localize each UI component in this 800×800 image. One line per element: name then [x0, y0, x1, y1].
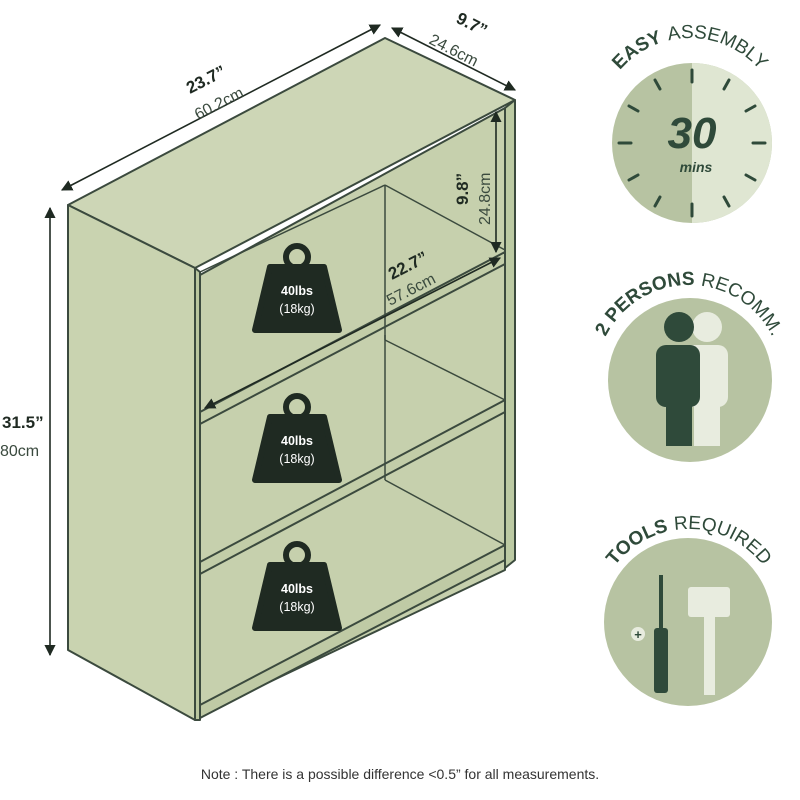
- weight-lbs: 40lbs: [281, 434, 313, 448]
- weight-kg: (18kg): [279, 452, 314, 466]
- shelf-right-side: [504, 99, 516, 569]
- clock-ticks-icon: [617, 68, 767, 218]
- depth-inch-label: 9.7”: [453, 9, 490, 41]
- depth-arrow: [390, 27, 517, 91]
- feature-easy-assembly: EASYASSEMBLY 30 mins: [608, 22, 772, 223]
- weight-badge-2: 40lbs (18kg): [252, 393, 342, 483]
- clock-half-fill: [692, 63, 772, 223]
- weight-lbs: 40lbs: [281, 582, 313, 596]
- dimension-lines: [44, 24, 517, 657]
- weight-lbs: 40lbs: [281, 284, 313, 298]
- kettlebell-icon: [252, 414, 342, 483]
- tools-circle: [604, 538, 772, 706]
- assembly-minutes-unit: mins: [680, 159, 713, 175]
- screwdriver-icon: +: [631, 575, 668, 693]
- kettlebell-icon: [252, 264, 342, 333]
- mallet-icon: [688, 587, 730, 695]
- kettlebell-icon: [252, 562, 342, 631]
- weight-badge-3: 40lbs (18kg): [252, 541, 342, 631]
- height-cm-label: 80cm: [0, 443, 39, 460]
- shelf-height-inch-label: 9.8”: [453, 173, 472, 205]
- shelf-board-2: [199, 399, 506, 575]
- shelf-front-edge: [194, 267, 201, 721]
- svg-text:+: +: [634, 627, 642, 642]
- weight-kg: (18kg): [279, 302, 314, 316]
- shelf-bottom: [199, 544, 506, 719]
- inner-width-arrow: [204, 257, 501, 409]
- weight-kg: (18kg): [279, 600, 314, 614]
- assembly-minutes: 30: [668, 109, 717, 158]
- two-persons-icon: [656, 312, 728, 446]
- measurement-note: Note : There is a possible difference <0…: [200, 766, 600, 782]
- shelf-left-side: [67, 204, 196, 721]
- weight-badge-1: 40lbs (18kg): [252, 243, 342, 333]
- shelf-height-cm-label: 24.8cm: [477, 173, 494, 225]
- width-arrow: [61, 24, 381, 191]
- height-inch-label: 31.5”: [2, 413, 44, 432]
